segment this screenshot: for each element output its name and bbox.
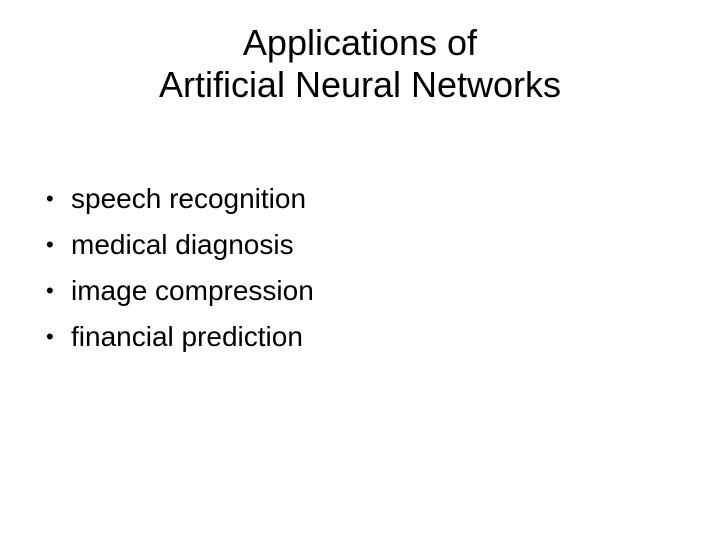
bullet-marker: • [46, 278, 54, 303]
slide-title: Applications of Artificial Neural Networ… [0, 22, 720, 106]
bullet-marker: • [46, 232, 54, 257]
bullet-text: financial prediction [71, 321, 303, 352]
bullet-text: image compression [71, 275, 314, 306]
title-line-2: Artificial Neural Networks [158, 64, 562, 105]
bullet-marker: • [46, 324, 54, 349]
bullet-text: speech recognition [71, 183, 307, 214]
bullet-marker: • [46, 186, 54, 211]
title-line-1: Applications of [242, 22, 478, 63]
bullet-text: medical diagnosis [71, 229, 294, 260]
